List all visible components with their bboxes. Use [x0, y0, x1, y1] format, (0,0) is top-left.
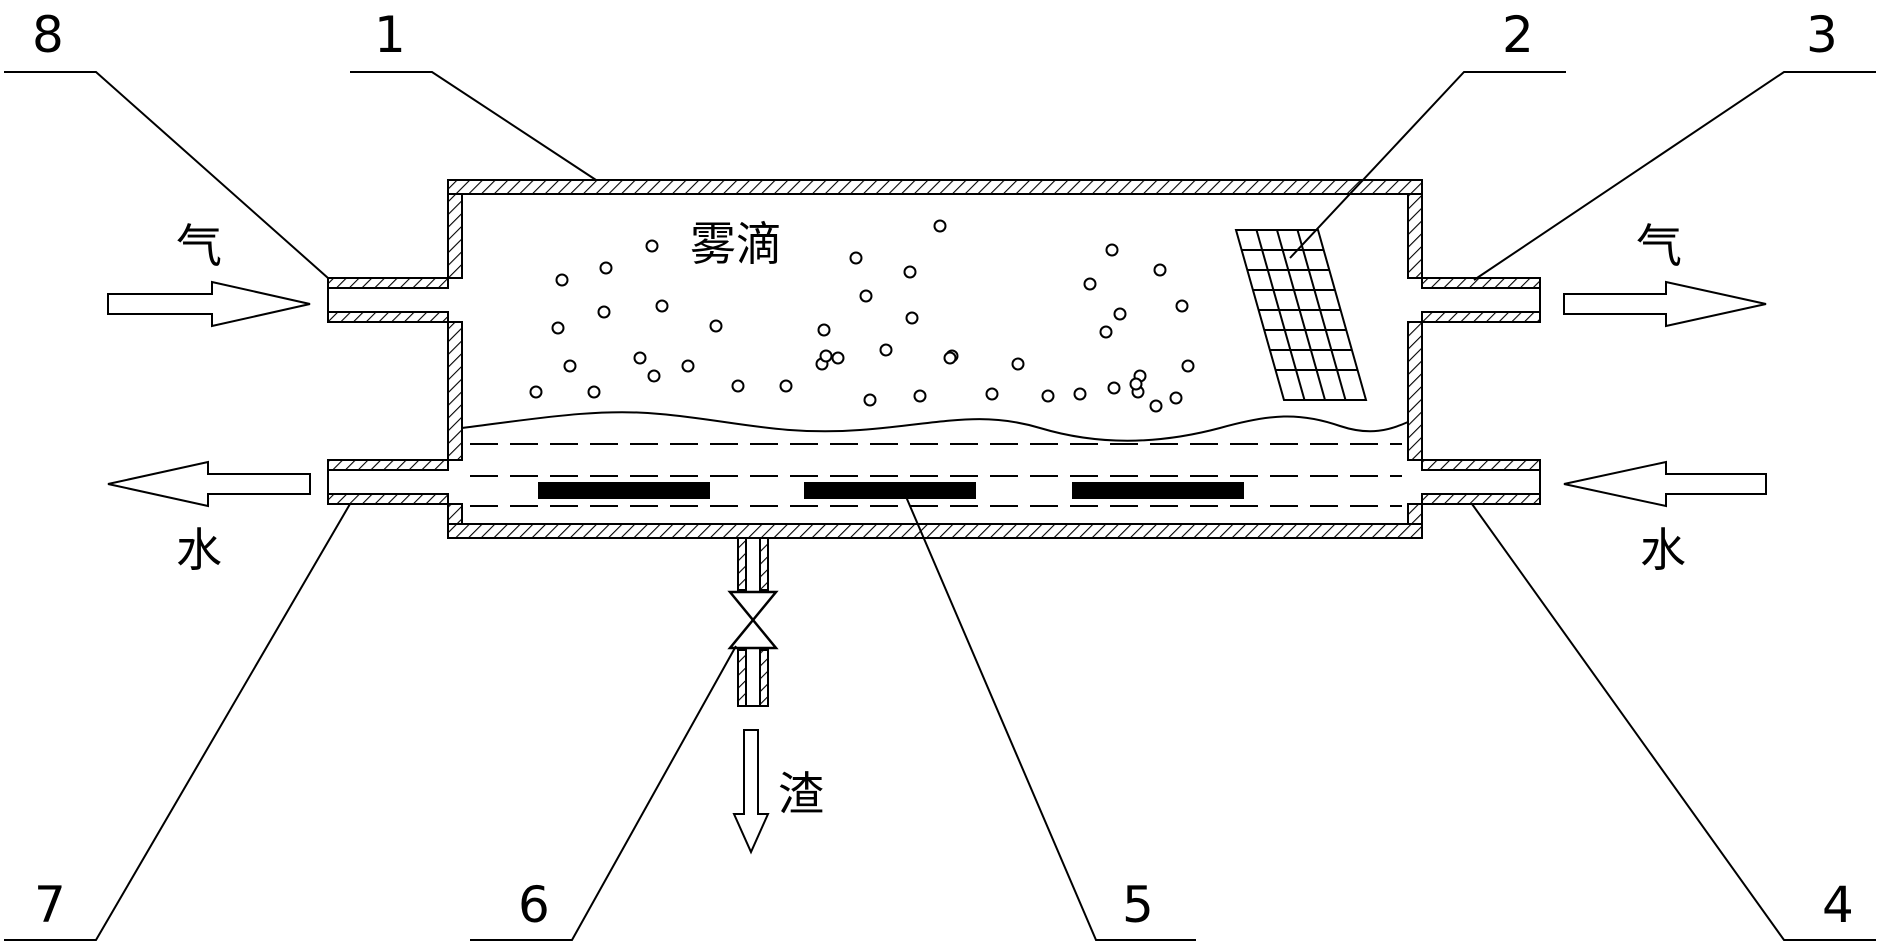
- mist-droplet: [1113, 307, 1127, 321]
- drain-valve: [727, 590, 779, 650]
- label-water-out: 水: [176, 523, 222, 577]
- mist-droplet: [859, 289, 873, 303]
- callout-8: 8: [32, 6, 64, 64]
- mist-droplet: [1169, 391, 1183, 405]
- leader-6: [470, 645, 737, 941]
- mist-droplet: [551, 321, 565, 335]
- liquid-surface: [461, 411, 1409, 442]
- water-inlet-pipe: [1421, 459, 1541, 505]
- mist-droplet: [985, 387, 999, 401]
- leader-3: [1473, 71, 1876, 281]
- water-outlet-pipe: [327, 459, 449, 505]
- mist-droplet: [633, 351, 647, 365]
- mist-droplet: [1041, 389, 1055, 403]
- mist-droplet: [1129, 377, 1143, 391]
- mist-droplet: [1083, 277, 1097, 291]
- label-gas-in: 气: [176, 219, 222, 273]
- mist-droplets: [529, 219, 1195, 413]
- heater-element: [804, 482, 976, 499]
- label-water-in: 水: [1640, 523, 1686, 577]
- mist-droplet: [1105, 243, 1119, 257]
- mist-droplet: [645, 239, 659, 253]
- label-mist: 雾滴: [690, 217, 782, 271]
- mist-droplet: [1107, 381, 1121, 395]
- mist-droplet: [1153, 263, 1167, 277]
- mist-droplet: [1073, 387, 1087, 401]
- mist-droplet: [529, 385, 543, 399]
- mist-droplet: [863, 393, 877, 407]
- mist-droplet: [563, 359, 577, 373]
- gas-outlet-arrow: [1563, 280, 1767, 328]
- vessel-shell: [447, 179, 1423, 539]
- mist-droplet: [779, 379, 793, 393]
- mist-droplet: [913, 389, 927, 403]
- leader-5: [903, 491, 1196, 941]
- demister-mesh: [1234, 229, 1368, 401]
- mist-droplet: [655, 299, 669, 313]
- mist-droplet: [817, 323, 831, 337]
- mist-droplet: [1011, 357, 1025, 371]
- slag-outlet-arrow: [732, 729, 770, 855]
- label-gas-out: 气: [1636, 219, 1682, 273]
- leader-lines: [4, 71, 1876, 941]
- water-inlet-arrow: [1563, 460, 1767, 508]
- mist-droplet: [933, 219, 947, 233]
- mist-droplet: [1175, 299, 1189, 313]
- mist-droplet: [831, 351, 845, 365]
- mist-droplet: [1149, 399, 1163, 413]
- gas-inlet-pipe: [327, 277, 449, 323]
- mist-droplet: [879, 343, 893, 357]
- heater-elements: [538, 482, 1244, 499]
- heater-element: [1072, 482, 1244, 499]
- label-slag: 渣: [778, 767, 824, 821]
- leader-1: [350, 71, 597, 181]
- mist-droplet: [1099, 325, 1113, 339]
- mist-droplet: [1181, 359, 1195, 373]
- gas-inlet-arrow: [107, 280, 311, 328]
- mist-droplet: [849, 251, 863, 265]
- mist-droplet: [681, 359, 695, 373]
- mist-droplet: [587, 385, 601, 399]
- liquid-level-lines: [470, 443, 1402, 507]
- callout-5: 5: [1122, 876, 1154, 934]
- water-outlet-arrow: [107, 460, 311, 508]
- callout-7: 7: [34, 876, 66, 934]
- callout-3: 3: [1806, 6, 1838, 64]
- leader-2: [1289, 71, 1566, 259]
- callout-1: 1: [374, 6, 406, 64]
- mist-droplet: [903, 265, 917, 279]
- leader-7: [4, 503, 351, 941]
- mist-droplet: [599, 261, 613, 275]
- leader-8: [4, 71, 329, 279]
- callout-4: 4: [1822, 876, 1854, 934]
- mist-droplet: [943, 351, 957, 365]
- mist-droplet: [647, 369, 661, 383]
- heater-element: [538, 482, 710, 499]
- callout-2: 2: [1502, 6, 1534, 64]
- leader-4: [1471, 503, 1876, 941]
- callout-6: 6: [518, 876, 550, 934]
- mist-droplet: [555, 273, 569, 287]
- mist-droplet: [819, 349, 833, 363]
- mist-droplet: [709, 319, 723, 333]
- mist-droplet: [597, 305, 611, 319]
- mist-droplet: [731, 379, 745, 393]
- gas-outlet-pipe: [1421, 277, 1541, 323]
- mist-droplet: [905, 311, 919, 325]
- slag-drain-pipe: [737, 537, 769, 707]
